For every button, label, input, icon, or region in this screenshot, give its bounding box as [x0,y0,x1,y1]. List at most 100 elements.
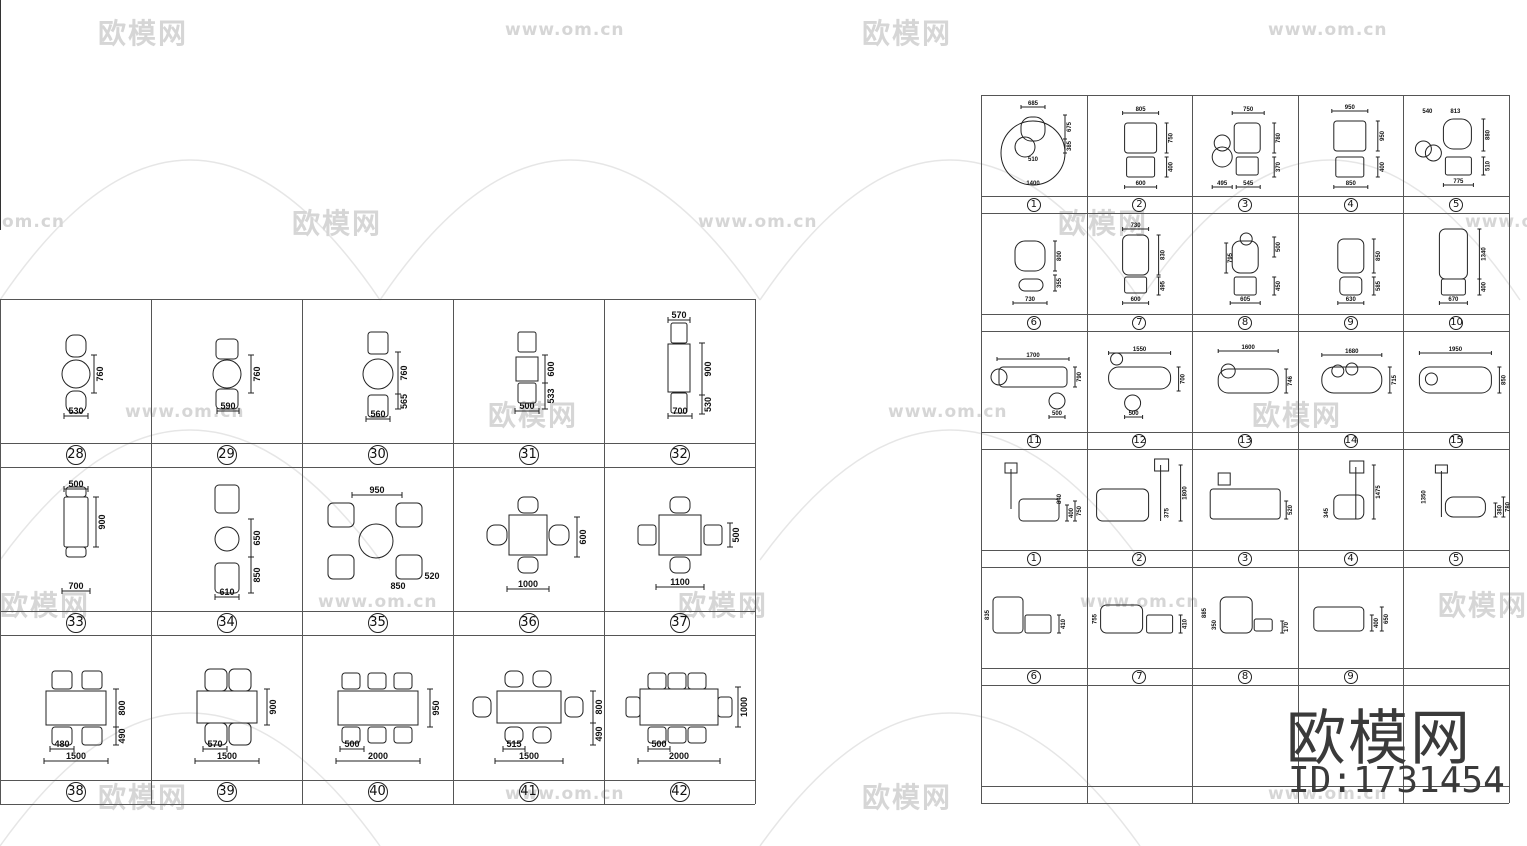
grid-label-line [0,611,755,612]
dimension-label: 813 [1450,109,1461,115]
grid-column-line [1509,95,1510,803]
dimension-label: 1500 [519,751,539,761]
dimension-label: 410 [1061,618,1067,629]
dimension-label: 880 [1485,129,1491,140]
item-number-label: 38 [65,782,86,802]
dimension-label: 400 [1169,161,1175,172]
dimension-label: 530 [68,406,83,416]
dimension-label: 1100 [670,577,690,587]
rect-table [196,690,258,724]
item-number-label: 5 [1449,197,1464,212]
chair [65,390,87,414]
sofa [1321,366,1383,394]
cushion [1331,364,1345,378]
item-number-label: 15 [1449,433,1464,448]
chair [81,726,103,746]
drawing-cell: 760 530 [61,334,105,419]
dimension-label: 370 [1276,161,1282,172]
right-sheet-drawings: 6856753855101400805750400600750780370495… [985,101,1511,634]
chair [367,394,389,418]
dimension-label: 800 [594,699,604,714]
cushion [1220,363,1236,379]
dimension-label: 795 [1228,252,1234,263]
rect-table [45,690,107,726]
dimension-label: 850 [390,581,405,591]
chair-elevation [1219,596,1253,634]
chair [51,670,73,690]
sheet-left-edge [0,0,1,230]
item-number-label: 36 [518,613,539,633]
dimension-label: 500 [344,739,359,749]
dimension-label: 2000 [669,751,689,761]
coffee-table [1048,392,1066,410]
sofa [1108,366,1172,390]
dimension-label: 850 [1376,250,1382,261]
grid-row-line [981,803,1509,804]
item-number-label: 39 [216,782,237,802]
chair [517,331,537,353]
dimension-label: 760 [95,366,105,381]
dimension-label: 520 [1288,504,1294,515]
ottoman [1233,276,1257,296]
side-table [1414,140,1432,158]
chair [687,726,707,744]
dimension-label: 630 [1346,297,1357,303]
chair [667,672,687,690]
dimension-label: 500 [519,401,534,411]
chair [564,696,584,718]
item-number-label: 9 [1343,669,1358,684]
grid-row-line [981,213,1509,214]
chair [472,696,492,718]
dimension-label: 730 [1025,297,1036,303]
dimension-label: 533 [546,388,556,403]
armchair [228,668,252,692]
chair [667,726,687,744]
dimension-label: 540 [1422,109,1433,115]
dimension-label: 800 [1057,250,1063,261]
item-number-label: 42 [669,782,690,802]
dimension-label: 400 [1374,617,1380,628]
grid-label-line [0,443,755,444]
chair [717,696,733,718]
dimension-label: 1680 [1345,349,1359,355]
ottoman [1339,276,1363,296]
dimension-label: 700 [1181,373,1187,384]
dimension-label: 410 [1183,618,1189,629]
chair [504,670,524,688]
dimension-label: 565 [399,394,409,409]
chair [670,392,688,414]
grid-row-line [0,804,755,805]
dimension-label: 1800 [1183,486,1189,500]
side-table [1211,146,1233,168]
dimension-label: 530 [703,397,713,412]
item-number-label: 1 [1026,551,1041,566]
dimension-label: 590 [220,401,235,411]
chair [625,696,641,718]
chaise-elevation [1313,606,1365,632]
dimension-label: 1700 [1026,353,1040,359]
armchair [214,562,240,594]
chair [65,334,87,358]
lamp-shade [1154,458,1170,472]
dimension-label: 850 [1346,181,1357,187]
item-number-label: 4 [1343,551,1358,566]
side-table [1424,144,1442,162]
chair [703,524,723,546]
dimension-label: 600 [1131,297,1142,303]
grid-column-line [0,299,1,804]
dimension-label: 515 [506,739,521,749]
